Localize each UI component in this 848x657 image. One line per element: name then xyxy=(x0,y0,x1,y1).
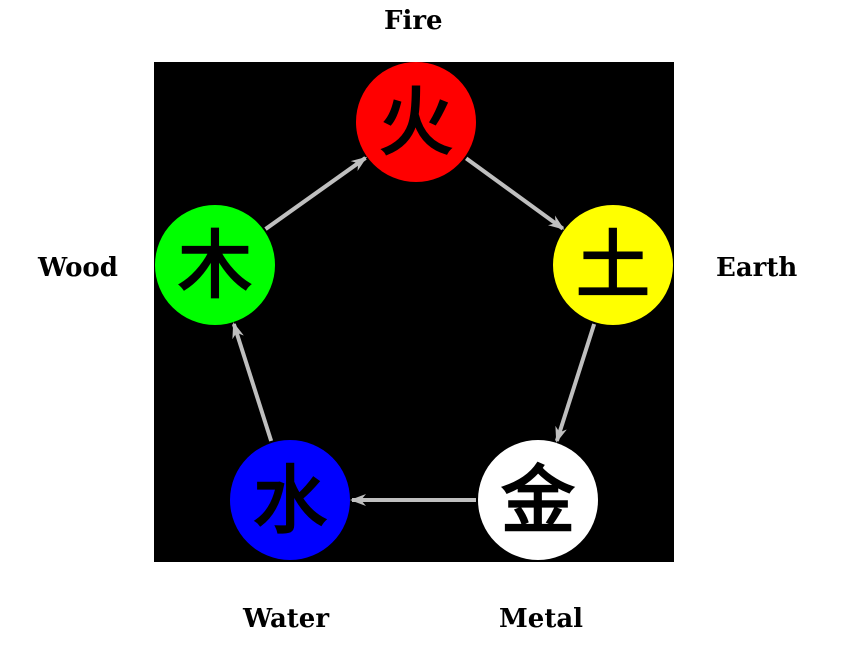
circle-wood xyxy=(155,205,275,325)
circle-metal xyxy=(478,440,598,560)
glyph-fire: 火 xyxy=(379,80,453,166)
node-fire: 火 xyxy=(356,62,476,182)
glyph-water: 水 xyxy=(253,458,328,544)
arrow-earth-to-metal xyxy=(554,323,597,443)
circle-earth xyxy=(553,205,673,325)
arrow-water-to-wood xyxy=(231,322,274,442)
glyph-wood: 木 xyxy=(178,223,252,309)
label-water: Water xyxy=(243,604,330,634)
circle-water xyxy=(230,440,350,560)
node-earth: 土 xyxy=(553,205,673,325)
arrow-wood-to-fire xyxy=(264,156,368,231)
node-wood: 木 xyxy=(155,205,275,325)
label-fire: Fire xyxy=(384,6,443,36)
node-water: 水 xyxy=(230,440,350,560)
arrow-fire-to-earth xyxy=(464,156,565,231)
glyph-earth: 土 xyxy=(576,223,650,309)
label-wood: Wood xyxy=(38,253,118,283)
label-metal: Metal xyxy=(499,604,584,634)
label-earth: Earth xyxy=(716,253,798,283)
glyph-metal: 金 xyxy=(501,458,576,544)
node-metal: 金 xyxy=(478,440,598,560)
circle-fire xyxy=(356,62,476,182)
